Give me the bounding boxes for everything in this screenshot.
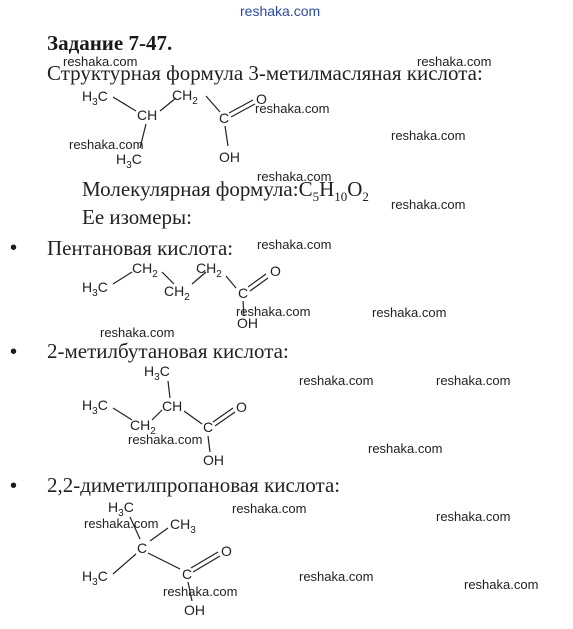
bullet: •: [10, 237, 18, 259]
atom-ch2: CH2: [172, 87, 198, 107]
atom-c: C: [219, 110, 229, 126]
svg-text:H3C: H3C: [82, 279, 108, 299]
watermark: reshaka.com: [391, 197, 466, 212]
watermark: reshaka.com: [436, 373, 511, 388]
intro-text: Структурная формула 3-метилмасляная кисл…: [47, 61, 483, 85]
watermark: reshaka.com: [100, 325, 175, 340]
watermark: reshaka.com: [257, 237, 332, 252]
svg-text:CH3: CH3: [170, 516, 196, 536]
svg-text:H3C: H3C: [144, 363, 170, 383]
atom-ch: CH: [137, 107, 157, 123]
isomer-name-2-methylbutanoic: 2-метилбутановая кислота:: [47, 339, 289, 363]
molecular-formula-line: Молекулярная формула:C5H10O2: [82, 177, 369, 205]
svg-text:CH2: CH2: [130, 417, 156, 437]
isomer-name-2-2-dimethylpropanoic: 2,2-диметилпропановая кислота:: [47, 473, 341, 497]
watermark: reshaka.com: [163, 584, 238, 599]
svg-text:C: C: [203, 419, 213, 435]
svg-text:H3C: H3C: [82, 568, 108, 588]
watermark: reshaka.com: [464, 577, 539, 592]
svg-text:OH: OH: [184, 602, 205, 618]
task-title: Задание 7-47.: [47, 31, 173, 55]
svg-text:OH: OH: [203, 452, 224, 468]
svg-text:O: O: [270, 263, 281, 279]
atom-oh: OH: [219, 149, 240, 165]
watermark: reshaka.com: [63, 54, 138, 69]
svg-text:O: O: [236, 399, 247, 415]
svg-text:CH2: CH2: [164, 283, 190, 303]
formula-c: C: [298, 177, 313, 201]
watermark: reshaka.com: [236, 304, 311, 319]
isomers-heading: Ее изомеры:: [82, 205, 192, 229]
watermark: reshaka.com: [84, 516, 159, 531]
watermark: reshaka.com: [436, 509, 511, 524]
svg-text:CH2: CH2: [132, 260, 158, 280]
watermark: reshaka.com: [232, 501, 307, 516]
atom-h3c: H3C: [116, 151, 142, 171]
watermark: reshaka.com: [257, 169, 332, 184]
atom-h3c: H3C: [82, 88, 108, 108]
watermark: reshaka.com: [128, 432, 203, 447]
svg-text:H3C: H3C: [108, 499, 134, 519]
atom-o: O: [256, 91, 267, 107]
svg-text:H3C: H3C: [82, 397, 108, 417]
watermark: reshaka.com: [417, 54, 492, 69]
molecular-label: Молекулярная формула:: [82, 177, 299, 201]
watermark: reshaka.com: [69, 137, 144, 152]
watermark: reshaka.com: [391, 128, 466, 143]
watermark: reshaka.com: [299, 373, 374, 388]
svg-text:C: C: [182, 566, 192, 582]
watermark-top: reshaka.com: [240, 3, 321, 19]
isomer-name-pentanoic: Пентановая кислота:: [47, 236, 234, 260]
bullet: •: [10, 341, 18, 363]
watermark: reshaka.com: [372, 305, 447, 320]
svg-text:C: C: [238, 285, 248, 301]
svg-text:CH: CH: [162, 398, 182, 414]
watermark: reshaka.com: [368, 441, 443, 456]
watermark: reshaka.com: [299, 569, 374, 584]
watermark: reshaka.com: [255, 101, 330, 116]
svg-text:C: C: [137, 540, 147, 556]
svg-text:OH: OH: [237, 315, 258, 331]
bullet: •: [10, 475, 18, 497]
svg-text:O: O: [221, 543, 232, 559]
svg-text:CH2: CH2: [196, 260, 222, 280]
